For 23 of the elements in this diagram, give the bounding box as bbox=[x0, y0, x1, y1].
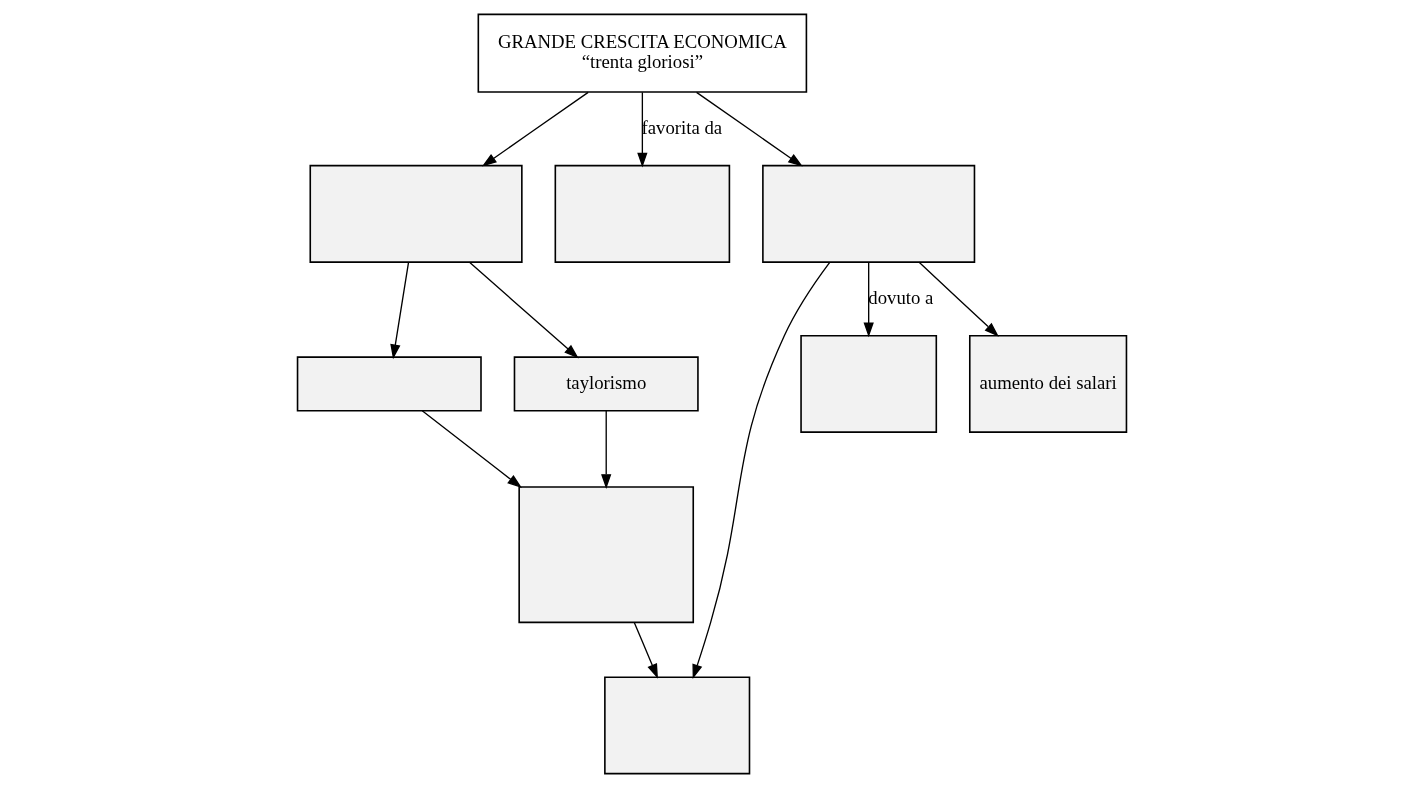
node-box bbox=[603, 675, 750, 774]
arrow bbox=[600, 409, 611, 489]
node-box bbox=[761, 164, 975, 263]
node-box bbox=[799, 334, 937, 433]
arrow bbox=[481, 91, 589, 167]
arrow bbox=[695, 91, 803, 167]
arrow bbox=[389, 261, 409, 359]
node-box bbox=[296, 355, 482, 412]
arrow bbox=[468, 261, 579, 358]
arrow bbox=[863, 261, 874, 337]
arrow bbox=[633, 621, 658, 679]
arrow bbox=[691, 261, 830, 679]
node-box bbox=[554, 164, 730, 263]
node-box bbox=[517, 485, 694, 623]
arrow bbox=[917, 261, 999, 337]
edge-label: favorita da bbox=[641, 116, 722, 138]
edge-label: dovuto a bbox=[867, 286, 933, 308]
node-box: GRANDE CRESCITA ECONOMICA “trenta gloriosi” bbox=[477, 13, 807, 93]
node-box bbox=[308, 164, 523, 263]
arrow bbox=[636, 91, 648, 167]
node-box: taylorismo bbox=[513, 355, 699, 412]
arrow bbox=[421, 409, 522, 488]
node-box: aumento dei salari bbox=[968, 334, 1127, 433]
